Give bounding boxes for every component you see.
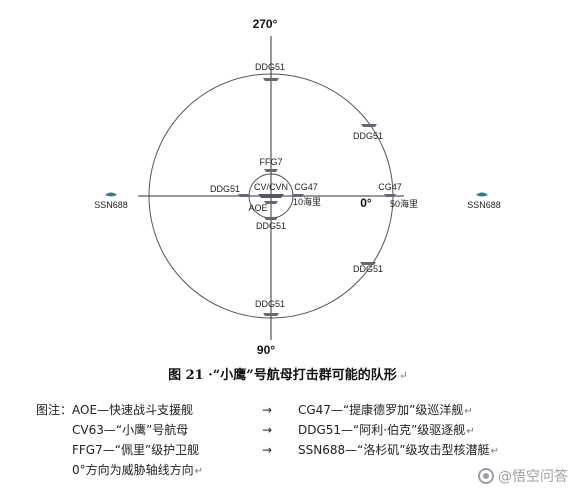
ship-label: DDG51 bbox=[255, 299, 285, 309]
ship-label: CG47 bbox=[294, 182, 318, 192]
ship-icon bbox=[263, 313, 279, 316]
legend-left-0: AOE—快速战斗支援舰 bbox=[72, 403, 194, 417]
legend-entry-cv63: CV63—“小鹰”号航母 bbox=[72, 423, 189, 437]
legend-right-1: DDG51—“阿利·伯克”级驱逐舰 bbox=[298, 423, 466, 437]
legend-row: FFG7—“佩里”级护卫舰 → SSN688—“洛杉矶”级攻击型核潜艇↵ bbox=[36, 440, 566, 460]
ship-icon bbox=[258, 194, 284, 198]
watermark-text: @悟空问答 bbox=[498, 469, 568, 485]
legend-entry-ffg7: FFG7—“佩里”级护卫舰 bbox=[72, 443, 200, 457]
submarine-icon bbox=[105, 192, 117, 197]
submarine-icon bbox=[476, 192, 488, 197]
formation-diagram: 270° 90° 0° 10海里 50海里 DDG51 DDG51 DDG51 … bbox=[94, 17, 501, 357]
ship-icon bbox=[264, 217, 278, 220]
ship-label: AOE bbox=[248, 203, 267, 213]
ship-label: DDG51 bbox=[353, 131, 383, 141]
legend-entry-cg47: CG47—“提康德罗加”级巡洋舰↵ bbox=[298, 400, 473, 422]
ship-ddg51-inner-left: DDG51 bbox=[210, 184, 250, 197]
ship-ddg51-bottom: DDG51 bbox=[255, 299, 285, 316]
return-mark-icon: ↵ bbox=[194, 466, 204, 477]
ship-aoe: AOE bbox=[248, 201, 278, 213]
sub-label: SSN688 bbox=[94, 200, 128, 210]
ship-icon bbox=[360, 262, 376, 265]
bearing-270-label: 270° bbox=[253, 17, 278, 31]
inner-range-label: 10海里 bbox=[293, 196, 321, 207]
ship-carrier: CV/CVN bbox=[254, 182, 288, 198]
legend-note-text: 0°方向为威胁轴线方向 bbox=[72, 463, 194, 477]
legend-note: 0°方向为威胁轴线方向↵ bbox=[72, 460, 203, 482]
sub-ssn688-right: SSN688 bbox=[467, 192, 501, 210]
arrow-icon: → bbox=[262, 423, 273, 437]
ship-icon bbox=[264, 201, 278, 204]
figure-caption: 图 21 ·“小鹰”号航母打击群可能的队形↵ bbox=[0, 364, 576, 383]
legend-right-2: SSN688—“洛杉矶”级攻击型核潜艇 bbox=[298, 443, 490, 457]
ship-label: DDG51 bbox=[210, 184, 240, 194]
ship-ddg51-lower-right: DDG51 bbox=[353, 262, 383, 274]
ship-ddg51-upper-right: DDG51 bbox=[353, 124, 383, 141]
legend-row: 图注：AOE—快速战斗支援舰 → CG47—“提康德罗加”级巡洋舰↵ bbox=[36, 400, 566, 420]
ship-cg47-outer: CG47 bbox=[378, 182, 402, 197]
legend-right-0: CG47—“提康德罗加”级巡洋舰 bbox=[298, 403, 464, 417]
legend-row: CV63—“小鹰”号航母 → DDG51—“阿利·伯克”级驱逐舰↵ bbox=[36, 420, 566, 440]
ship-icon bbox=[384, 194, 396, 197]
arrow-icon: → bbox=[262, 443, 273, 457]
figure-legend: 图注：AOE—快速战斗支援舰 → CG47—“提康德罗加”级巡洋舰↵ CV63—… bbox=[36, 400, 566, 480]
sub-label: SSN688 bbox=[467, 200, 501, 210]
ship-label: CG47 bbox=[378, 182, 402, 192]
ship-label: DDG51 bbox=[256, 221, 286, 231]
return-mark-icon: ↵ bbox=[490, 446, 499, 457]
wukong-logo-icon bbox=[478, 468, 494, 484]
ship-label: CV/CVN bbox=[254, 182, 288, 192]
ship-icon bbox=[292, 194, 304, 197]
return-mark-icon: ↵ bbox=[464, 406, 473, 417]
ship-label: DDG51 bbox=[255, 62, 285, 72]
ship-icon bbox=[238, 194, 250, 197]
ship-ddg51-inner-bottom: DDG51 bbox=[256, 217, 286, 231]
bearing-90-label: 90° bbox=[257, 343, 275, 357]
ship-ffg7: FFG7 bbox=[259, 157, 283, 172]
return-mark-icon: ↵ bbox=[466, 426, 475, 437]
bearing-0-label: 0° bbox=[360, 196, 372, 210]
caption-text: 图 21 ·“小鹰”号航母打击群可能的队形 bbox=[168, 368, 397, 383]
legend-entry-aoe: 图注：AOE—快速战斗支援舰 bbox=[36, 400, 193, 420]
outer-range-label: 50海里 bbox=[390, 198, 418, 209]
ship-ddg51-top: DDG51 bbox=[255, 62, 285, 81]
ship-label: FFG7 bbox=[259, 157, 282, 167]
watermark: @悟空问答 bbox=[478, 466, 568, 486]
ship-label: DDG51 bbox=[353, 264, 383, 274]
ship-cg47-inner: CG47 bbox=[292, 182, 318, 197]
ship-icon bbox=[263, 78, 279, 81]
sub-ssn688-left: SSN688 bbox=[94, 192, 128, 210]
legend-entry-ddg51: DDG51—“阿利·伯克”级驱逐舰↵ bbox=[298, 420, 475, 442]
arrow-icon: → bbox=[262, 403, 273, 417]
return-mark-icon: ↵ bbox=[398, 369, 408, 382]
ship-icon bbox=[361, 124, 377, 127]
legend-entry-ssn688: SSN688—“洛杉矶”级攻击型核潜艇↵ bbox=[298, 440, 499, 462]
ship-icon bbox=[264, 169, 278, 172]
legend-row: 0°方向为威胁轴线方向↵ bbox=[36, 460, 566, 480]
legend-prefix: 图注： bbox=[36, 403, 73, 417]
